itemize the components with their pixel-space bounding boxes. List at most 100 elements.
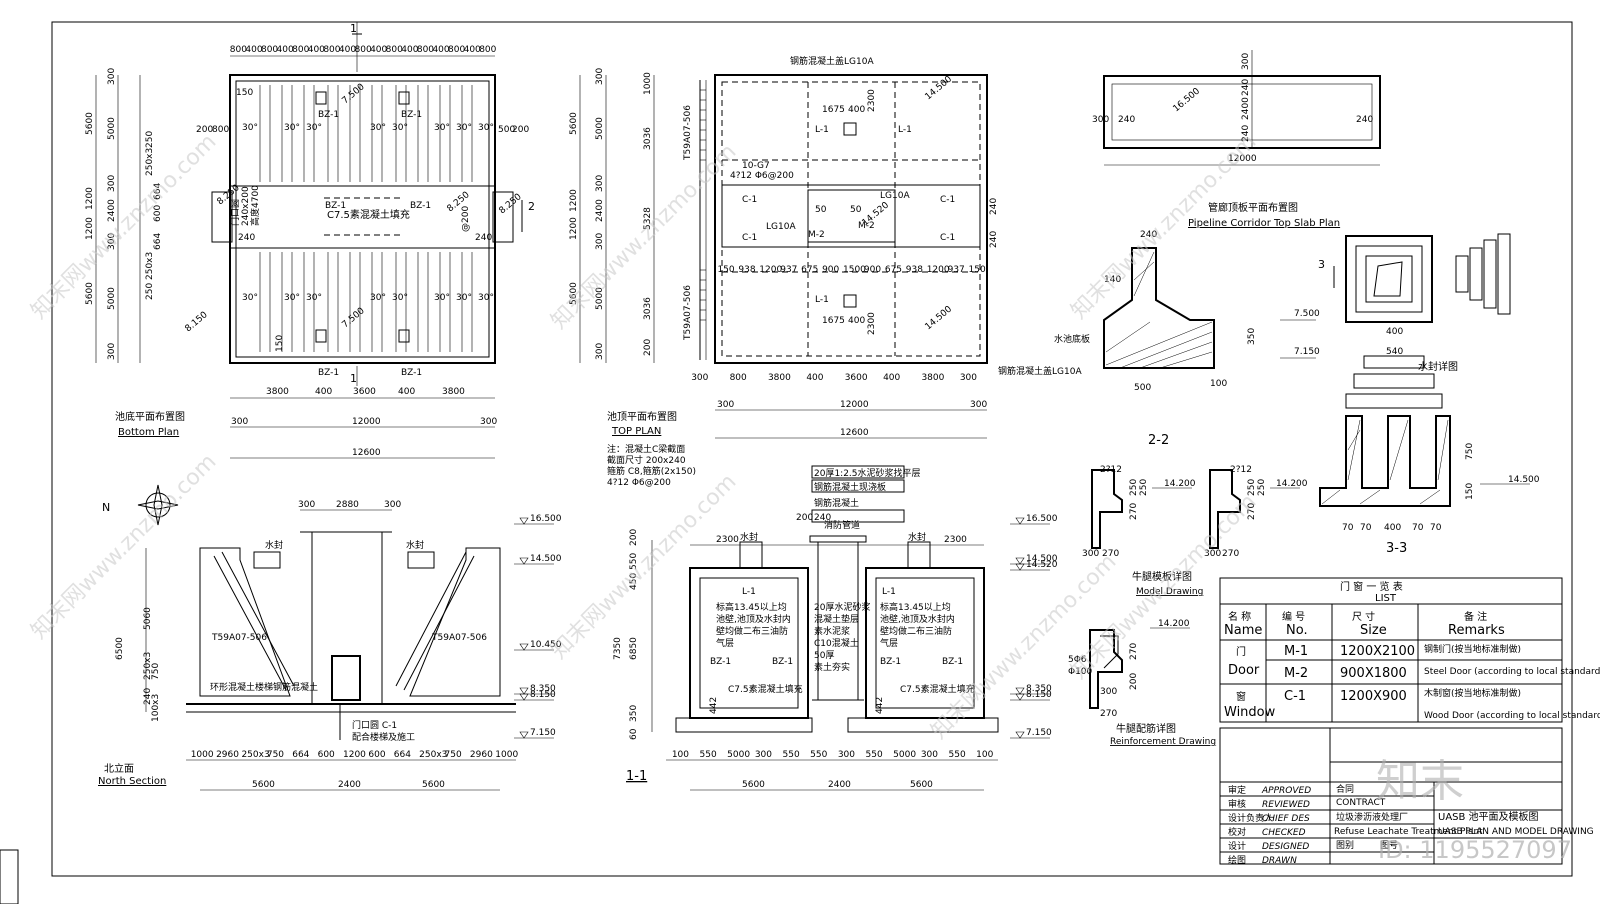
edge-tab — [0, 849, 19, 904]
dim: 400 — [1386, 327, 1403, 337]
dim: 800 — [417, 45, 434, 55]
table-cell: 1200X2100 — [1340, 644, 1415, 659]
compass-north: N — [102, 501, 110, 514]
dim: 270 — [1100, 709, 1117, 719]
table-cell: 钢制门(按当地标准制做) — [1424, 643, 1521, 655]
dim: 400 — [339, 45, 356, 55]
corbel-2 — [1209, 469, 1241, 549]
dim: 400 — [401, 45, 418, 55]
reinforcement-title-en: Reinforcement Drawing — [1110, 737, 1216, 747]
section-note: 壁均做二布三油防 — [716, 625, 788, 637]
title-block-row-en: CHIEF DES — [1262, 814, 1310, 824]
dim: 2300 — [716, 535, 739, 545]
table-cell: 窗 — [1236, 690, 1246, 703]
beam-label: BZ-1 — [410, 201, 431, 211]
section-note: 壁均做二布三油防 — [880, 625, 952, 637]
north-label: 环形混凝土楼梯钢筋混凝土 — [210, 681, 318, 693]
dim: 400 — [464, 45, 481, 55]
table-header-cn: 尺 寸 — [1352, 610, 1375, 623]
table-cell: Steel Door (according to local standard … — [1424, 667, 1600, 677]
title-block-row-cn: 校对 — [1228, 826, 1246, 838]
section-mark-1-top: 1 — [350, 22, 357, 35]
elevation-label: 10.450 — [530, 640, 562, 650]
small-label: 消防管道 — [824, 519, 860, 531]
pipeline-slab-title-cn: 管廊顶板平面布置图 — [1208, 201, 1298, 214]
dim: 240 — [1241, 125, 1251, 142]
dim: 3800 — [442, 387, 465, 397]
table-cell: M-2 — [1284, 666, 1308, 681]
layer-label: 20厚水泥砂浆 — [814, 601, 870, 613]
dim: 5600 — [422, 780, 445, 790]
dim: 240 — [814, 513, 831, 523]
dim: 300 — [921, 750, 938, 760]
dim: 550 — [810, 750, 827, 760]
bottom-plan-door-text-4: @200 — [461, 206, 471, 232]
dim: 250x3 — [145, 252, 155, 280]
top-plan-label: C-1 — [742, 233, 757, 243]
dim: 2?12 — [1100, 465, 1122, 475]
small-label: 钢筋混凝土 — [814, 497, 859, 509]
north-section: N 水封 水封 环形混凝土楼梯钢筋混凝土 门口圆 C-1 配合楼梯及施工 T59… — [98, 484, 562, 791]
dim: 1200 — [759, 265, 782, 275]
dim: 750 — [445, 750, 462, 760]
dim: 12600 — [840, 428, 869, 438]
dim: 5Φ6 — [1068, 655, 1087, 665]
dim: 300 — [231, 417, 248, 427]
dim: 5328 — [643, 207, 653, 230]
dim: 50 — [850, 205, 862, 215]
dim: 300 — [717, 400, 734, 410]
dim: 270 — [1129, 503, 1139, 520]
water-seal-title: 水封详图 — [1418, 360, 1458, 373]
dim: 5000 — [595, 117, 605, 140]
section-2-2-title: 2-2 — [1148, 433, 1169, 448]
dim: 1000 — [643, 72, 653, 95]
water-seal-section — [1319, 415, 1451, 507]
dim: 550 — [700, 750, 717, 760]
dim: 937 — [780, 265, 797, 275]
dim: 500 — [498, 125, 515, 135]
dim: 300 — [107, 175, 117, 192]
top-plan-elev: 14.520 — [861, 200, 892, 228]
elevation-label: 16.500 — [530, 514, 562, 524]
dim: 300 — [107, 233, 117, 250]
dim: 5600 — [569, 112, 579, 135]
elevation-label: 16.500 — [1026, 514, 1058, 524]
layer-note: 20厚1:2.5水泥砂浆找平层 — [814, 467, 921, 479]
model-drawing-title-cn: 牛腿模板详图 — [1132, 570, 1192, 583]
table-cell: 1200X900 — [1340, 689, 1407, 704]
slope-label: 30° — [392, 123, 408, 133]
bottom-plan-slope-labels: 30°30°30°30°30°30°30°30°30°30°30°30°30°3… — [242, 123, 494, 303]
reinforcement-elev: 14.200 — [1158, 619, 1190, 629]
slope-label: 30° — [434, 293, 450, 303]
dim: 200 — [1129, 673, 1139, 690]
beam-label: BZ-1 — [710, 657, 731, 667]
dim: 550 — [783, 750, 800, 760]
section-1-1-title: 1-1 — [626, 769, 647, 784]
dim: 2400 — [107, 199, 117, 222]
dim: 12000 — [352, 417, 381, 427]
dim: 3600 — [845, 373, 868, 383]
dim: 1200 — [343, 750, 366, 760]
door-window-table: 门 窗 一 览 表 LIST 名 称 编 号 尺 寸 备 注 Name No. … — [1219, 577, 1600, 723]
elevation-marker-icon — [519, 693, 529, 701]
dim: 300 — [480, 417, 497, 427]
dim: 800 — [323, 45, 340, 55]
beam-label: BZ-1 — [942, 657, 963, 667]
top-plan-label: C-1 — [940, 195, 955, 205]
dim: 2?12 — [1230, 465, 1252, 475]
section-note: 气层 — [880, 637, 898, 649]
dim: 150 — [275, 335, 285, 352]
dim: 800 — [386, 45, 403, 55]
dim: 400 — [432, 45, 449, 55]
dim: 100 — [976, 750, 993, 760]
dim: 270 — [1222, 549, 1239, 559]
dim: 550 — [629, 553, 639, 570]
section-note: 池壁,池顶及水封内 — [716, 613, 791, 625]
table-cell: Door — [1228, 663, 1260, 678]
elevation-label: 14.520 — [1026, 560, 1058, 570]
dim: 1200 — [85, 187, 95, 210]
dim: 100 — [672, 750, 689, 760]
dim: 800 — [230, 45, 247, 55]
